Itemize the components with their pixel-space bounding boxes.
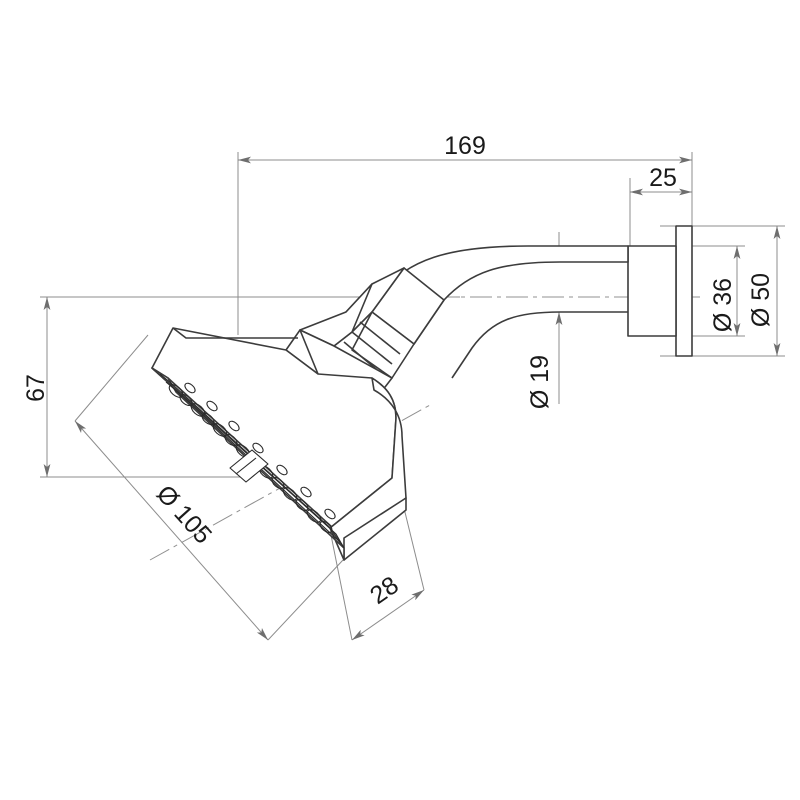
nozzle xyxy=(224,433,238,447)
nozzle xyxy=(184,382,196,394)
dim-label-25: 25 xyxy=(649,164,677,192)
extension-lines-group xyxy=(40,152,785,641)
dimension-lines-group xyxy=(43,156,781,641)
nozzle xyxy=(282,487,298,501)
ext-line-28-left xyxy=(329,529,353,641)
nozzle xyxy=(306,509,322,523)
dim-label-67: 67 xyxy=(22,374,50,402)
nozzle xyxy=(206,400,218,412)
nozzle xyxy=(168,384,184,398)
ext-line-28-right xyxy=(401,499,425,591)
face-centre-line xyxy=(235,457,257,475)
nozzle xyxy=(295,498,309,512)
swivel-seam-a xyxy=(351,331,393,365)
swivel-nut-edge xyxy=(299,329,319,375)
nozzle xyxy=(179,393,193,407)
dim-label-28: 28 xyxy=(365,571,404,610)
face-centre-boss xyxy=(229,449,269,483)
dimension-labels-group: 169 25 67 Ø 105 28 Ø 19 Ø 36 Ø 50 xyxy=(22,132,775,610)
nozzle xyxy=(271,476,285,490)
shower-assembly-geometry xyxy=(151,225,693,561)
dim-label-36: Ø 36 xyxy=(709,278,737,332)
nozzle xyxy=(276,464,288,476)
nozzle xyxy=(252,442,264,454)
nozzle xyxy=(201,412,215,426)
dim-label-50: Ø 50 xyxy=(747,273,775,327)
dim-label-19: Ø 19 xyxy=(526,355,554,409)
nozzle xyxy=(190,403,206,417)
dim-label-169: 169 xyxy=(444,132,486,160)
dim-line-28 xyxy=(351,589,425,641)
flange-body-rect xyxy=(627,245,677,337)
flange-plate-rect xyxy=(675,225,693,357)
ext-line-105-lower xyxy=(267,559,344,641)
nozzle xyxy=(300,486,312,498)
nozzle xyxy=(319,520,333,534)
dim-line-105 xyxy=(74,420,269,641)
nozzle xyxy=(324,508,336,520)
nozzle xyxy=(228,420,240,432)
spray-face-nozzles xyxy=(159,373,345,549)
swivel-seam-b xyxy=(359,321,401,355)
ext-line-105-upper xyxy=(74,334,149,422)
wall-flange-plate xyxy=(675,225,693,357)
flange-body xyxy=(627,245,677,337)
dim-label-105: Ø 105 xyxy=(151,480,217,549)
head-rear-crease xyxy=(172,327,298,339)
head-right-side xyxy=(329,377,407,549)
arm-pipe-inner-edge xyxy=(451,311,628,379)
nozzle-row-guide-b xyxy=(165,381,341,543)
